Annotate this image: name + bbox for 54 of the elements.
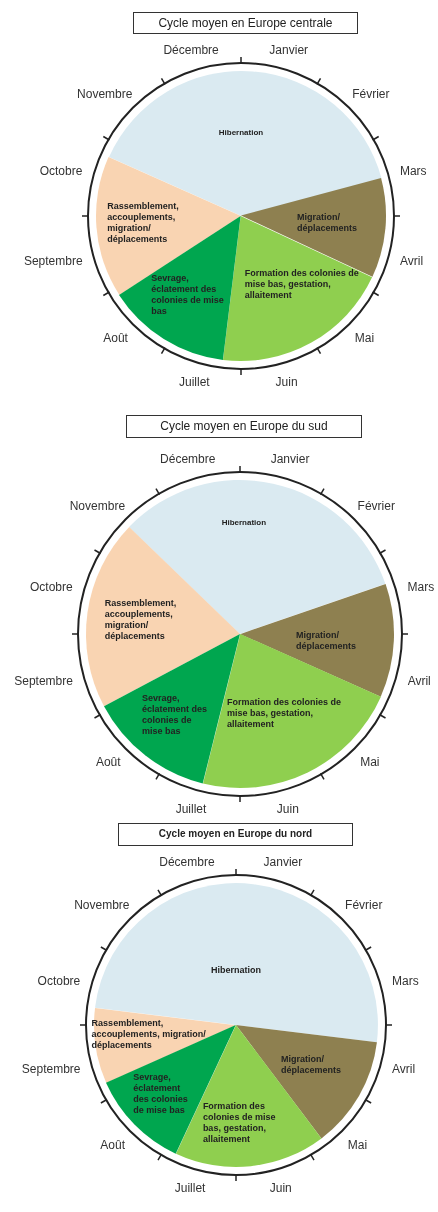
title-box: Cycle moyen en Europe du nord (118, 823, 353, 846)
month-label: Juillet (178, 375, 210, 390)
month-label: Juillet (175, 801, 207, 816)
month-label: Juin (275, 375, 298, 390)
month-label: Novembre (74, 898, 130, 913)
segment-label: Rassemblement, accouplements, migration/ déplacements (104, 598, 178, 643)
month-label: Mars (399, 164, 427, 179)
month-label: Septembre (23, 253, 83, 268)
month-label: Mai (360, 755, 380, 769)
segment-label: Formation des colonies de mise bas, gestation, allaitement (244, 267, 360, 301)
month-label: Mai (347, 1137, 368, 1152)
month-label: Janvier (263, 854, 303, 869)
segment-label: Sevrage, éclatement des colonies de mise bas (141, 692, 208, 737)
month-label: Décembre (163, 42, 219, 57)
segment-label: Rassemblement, accouplements, migration/ déplacements (91, 1017, 207, 1051)
month-label: Février (352, 87, 390, 102)
segment-label: Sevrage, éclatement des colonies de mise bas (151, 272, 225, 317)
month-label: Mai (354, 330, 375, 345)
month-label: Avril (407, 673, 431, 688)
month-label: Mars (392, 974, 419, 989)
month-label: Janvier (270, 452, 310, 467)
segment-label: Migration/ déplacements (296, 629, 358, 652)
month-label: Mars (407, 580, 435, 595)
month-label: Janvier (269, 42, 309, 57)
segment-label: Hibernation (209, 964, 262, 976)
month-label: Juillet (174, 1181, 206, 1196)
segment-label: Formation des colonies de mise bas, gestation, allaitement (202, 1100, 277, 1145)
segment-label: Rassemblement, accouplements, migration/ déplacements (107, 200, 180, 245)
month-label: Août (95, 755, 121, 769)
segment-label: Formation des colonies de mise bas, gestation, allaitement (226, 696, 342, 730)
month-label: Août (103, 330, 128, 345)
month-label: Décembre (160, 452, 216, 467)
month-label: Septembre (14, 673, 73, 688)
month-label: Décembre (159, 854, 215, 869)
segment-label: Sevrage, éclatement des colonies de mise bas (133, 1072, 189, 1116)
segment-label: Migration/ déplacements (280, 1054, 342, 1077)
month-label: Juin (276, 801, 299, 816)
month-label: Février (345, 898, 383, 913)
segment-label: Migration/ déplacements (296, 211, 358, 234)
month-label: Novembre (69, 499, 126, 513)
month-label: Avril (392, 1061, 416, 1076)
month-label: Octobre (37, 974, 81, 989)
month-label: Octobre (39, 164, 83, 179)
month-label: Novembre (77, 87, 133, 102)
title-box: Cycle moyen en Europe centrale (133, 12, 358, 34)
month-label: Août (100, 1137, 126, 1152)
segment-label: Hibernation (217, 126, 265, 138)
title-box: Cycle moyen en Europe du sud (126, 415, 362, 438)
month-label: Octobre (29, 580, 73, 595)
month-label: Avril (400, 253, 424, 268)
month-label: Juin (269, 1181, 292, 1196)
month-label: Septembre (21, 1061, 81, 1076)
segment-label: Hibernation (220, 516, 268, 528)
month-label: Février (357, 499, 395, 513)
